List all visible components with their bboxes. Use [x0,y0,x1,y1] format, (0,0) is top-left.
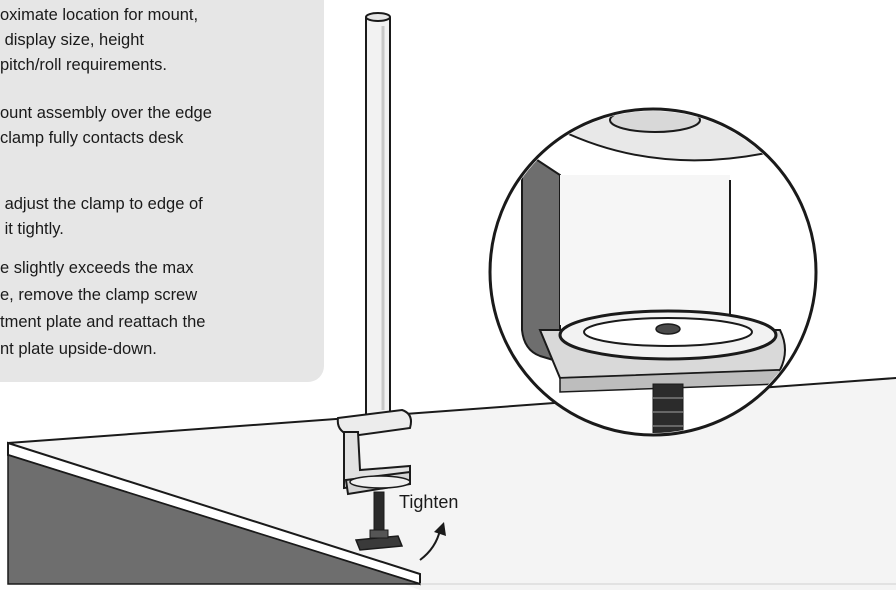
clamp-screw-hub [369,529,389,539]
pole-top-cap [365,12,391,22]
desk [7,377,896,590]
mount-pole [365,12,391,417]
clamp-screw-pad [349,475,411,489]
desk-side [7,453,421,585]
step-3-line-1: adjust the clamp to edge of [0,195,203,213]
detail-clamp-inner [560,175,730,325]
step-2-line-1: ount assembly over the edge [0,104,212,122]
step-1-line-1: oximate location for mount, [0,6,199,24]
step-4-line-1: e slightly exceeds the max [0,259,194,277]
clamp-screw [373,491,385,533]
step-1-line-3: pitch/roll requirements. [0,56,167,74]
detail-screw-cap [655,323,681,335]
step-4-line-2: e, remove the clamp screw [0,286,198,304]
step-3-line-2: it tightly. [0,220,64,238]
step-4-line-3: tment plate and reattach the [0,313,206,331]
step-2-line-2: clamp fully contacts desk [0,129,184,147]
detail-pole-base [609,111,701,133]
tighten-arrow-icon [419,522,446,561]
detail-magnifier [488,107,818,437]
instructions-panel [0,0,324,382]
step-4-line-4: nt plate upside-down. [0,340,157,358]
pole-shaft [365,17,391,417]
clamp-top-plate [336,408,412,438]
detail-screw [652,383,684,433]
desk-clamp [336,408,412,551]
step-1-line-2: display size, height [0,31,144,49]
tighten-label: Tighten [399,492,459,512]
